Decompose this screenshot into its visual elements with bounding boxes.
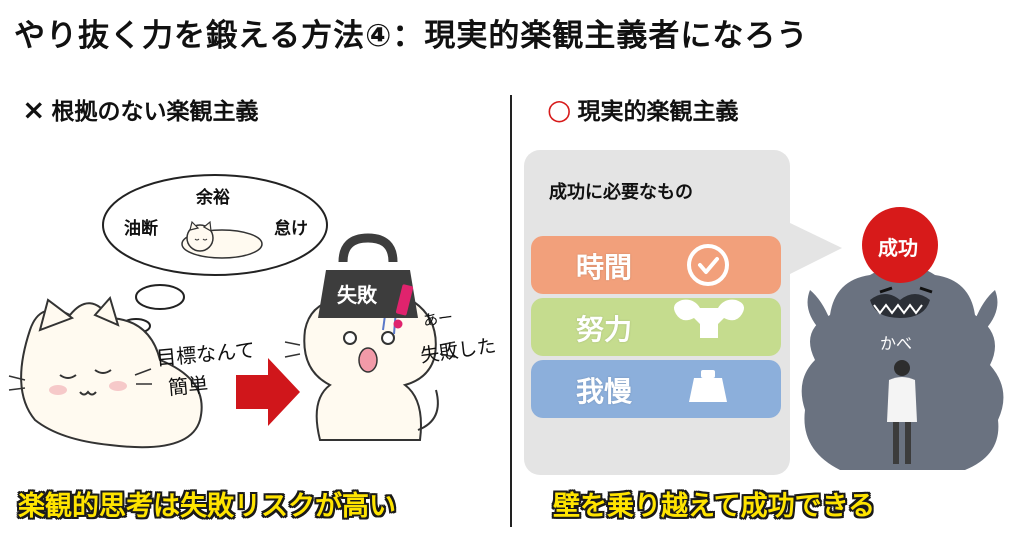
circle-mark: ○ [547, 93, 572, 126]
wall-label: かべ [880, 334, 913, 353]
left-caption: 楽観的思考は失敗リスクが高い [18, 491, 396, 522]
thought-word-3: 怠け [274, 219, 308, 239]
weight-icon [318, 233, 418, 318]
lying-cat-icon [8, 295, 203, 449]
item-effort-label: 努力 [576, 313, 633, 346]
success-circle [862, 207, 938, 283]
success-label: 成功 [878, 236, 918, 260]
weight-icon-small [689, 370, 727, 402]
exclamation-icon [393, 284, 414, 329]
item-patience-label: 我慢 [576, 375, 633, 408]
right-heading: 現実的楽観主義 [577, 99, 739, 125]
panel-title: 成功に必要なもの [549, 182, 693, 203]
left-heading: 根拠のない楽観主義 [51, 99, 259, 125]
right-arrow-icon [236, 358, 300, 426]
thought-bubble [102, 174, 328, 276]
cross-mark: × [22, 93, 46, 126]
thought-dot-large [135, 284, 185, 310]
muscle-icon [674, 299, 744, 338]
item-time-label: 時間 [576, 251, 633, 284]
sleeping-cat-icon [181, 220, 263, 259]
thought-word-2: 油断 [124, 219, 158, 239]
right-heading-row: ○現実的楽観主義 [547, 92, 738, 126]
right-caption: 壁を乗り越えて成功できる [553, 491, 876, 522]
person-icon [887, 360, 917, 464]
shocked-cat-icon [284, 283, 456, 441]
clock-icon [687, 244, 729, 286]
item-patience [531, 360, 781, 418]
item-time [531, 236, 781, 294]
weight-label: 失敗 [337, 283, 377, 307]
page-title: やり抜く力を鍛える方法④：現実的楽観主義者になろう [14, 18, 809, 54]
section-divider [510, 95, 512, 527]
left-heading-row: ×根拠のない楽観主義 [22, 92, 258, 126]
thought-word-1: 余裕 [196, 188, 230, 208]
